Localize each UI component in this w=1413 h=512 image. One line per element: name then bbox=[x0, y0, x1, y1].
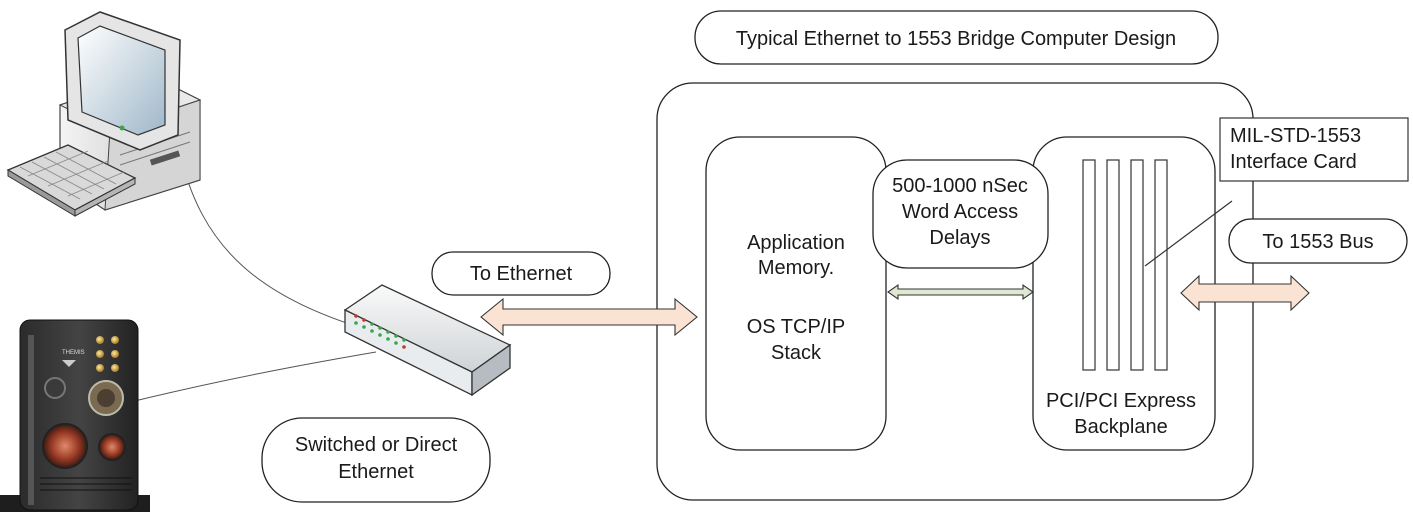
backplane-label-line1: PCI/PCI Express bbox=[1046, 390, 1196, 412]
rugged-computer-icon: THEMIS bbox=[0, 319, 150, 512]
delay-label-line3: Delays bbox=[929, 227, 990, 249]
mil-label-line1: MIL-STD-1553 bbox=[1230, 125, 1361, 147]
switched-label-line2: Ethernet bbox=[338, 461, 414, 483]
ethernet-double-arrow bbox=[480, 297, 698, 337]
application-memory-box bbox=[705, 136, 887, 451]
mil-callout-line bbox=[1144, 200, 1233, 267]
to-1553-label: To 1553 Bus bbox=[1262, 231, 1373, 253]
to-1553-bubble bbox=[1228, 218, 1408, 264]
backplane-slots bbox=[1082, 159, 1168, 371]
app-label-line1: Application bbox=[747, 232, 845, 254]
delay-bubble bbox=[872, 159, 1049, 269]
device-brand-label: THEMIS bbox=[62, 350, 85, 356]
network-switch-icon bbox=[343, 284, 512, 397]
app-label-line4: Stack bbox=[771, 342, 822, 364]
to-ethernet-bubble bbox=[431, 251, 611, 296]
desktop-computer-icon bbox=[6, 11, 202, 217]
backplane-label-line2: Backplane bbox=[1074, 416, 1167, 438]
title-bubble bbox=[694, 10, 1219, 65]
app-label-line3: OS TCP/IP bbox=[747, 316, 846, 338]
device-cable bbox=[117, 351, 377, 406]
to-ethernet-label: To Ethernet bbox=[470, 263, 573, 285]
mil-std-callout-box bbox=[1219, 117, 1409, 182]
delay-label-line2: Word Access bbox=[902, 201, 1018, 223]
app-label-line2: Memory. bbox=[758, 257, 834, 279]
mil-label-line2: Interface Card bbox=[1230, 151, 1357, 173]
bus-double-arrow bbox=[1180, 274, 1310, 312]
switched-label-line1: Switched or Direct bbox=[295, 434, 458, 456]
diagram-title: Typical Ethernet to 1553 Bridge Computer… bbox=[736, 28, 1176, 50]
internal-double-arrow bbox=[887, 283, 1034, 301]
switched-ethernet-bubble bbox=[261, 417, 491, 503]
delay-label-line1: 500-1000 nSec bbox=[892, 175, 1028, 197]
